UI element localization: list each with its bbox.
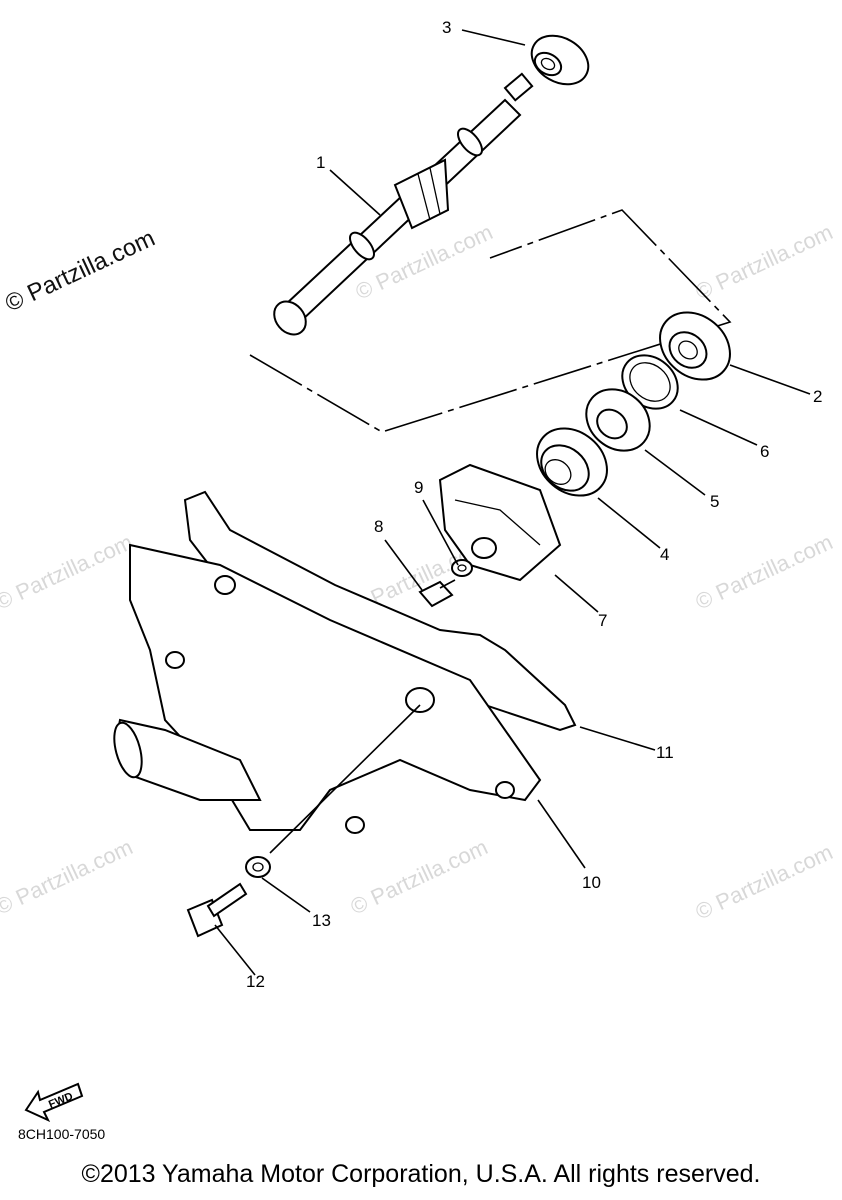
callout-1: 1 bbox=[316, 153, 325, 172]
part-9-washer bbox=[451, 559, 473, 577]
part-5-seal bbox=[585, 388, 651, 452]
drawing-code: 8CH100-7050 bbox=[18, 1126, 106, 1142]
callout-6: 6 bbox=[760, 442, 769, 461]
watermark-text: © Partzilla.com bbox=[692, 219, 837, 304]
watermark-text: © Partzilla.com bbox=[0, 529, 136, 614]
callout-labels: 1 2 3 4 5 6 7 8 9 10 11 12 13 bbox=[246, 18, 822, 991]
callout-7: 7 bbox=[598, 611, 607, 630]
watermark-text: © Partzilla.com bbox=[0, 834, 136, 919]
part-8-bolt bbox=[418, 579, 456, 608]
callout-4: 4 bbox=[660, 545, 669, 564]
callout-12: 12 bbox=[246, 972, 265, 991]
copyright-notice: ©2013 Yamaha Motor Corporation, U.S.A. A… bbox=[81, 1160, 761, 1188]
watermark-text: © Partzilla.com bbox=[692, 839, 837, 924]
part-7-impeller bbox=[438, 463, 562, 582]
watermark-text: © Partzilla.com bbox=[692, 529, 837, 614]
part-10-pump-housing bbox=[113, 543, 542, 834]
part-1-shaft bbox=[273, 72, 534, 336]
part-2-bearing bbox=[659, 311, 731, 381]
callout-3: 3 bbox=[442, 18, 451, 37]
assembly-bracket bbox=[249, 209, 732, 433]
callout-2: 2 bbox=[813, 387, 822, 406]
leader-lines bbox=[214, 29, 811, 976]
part-13-washer bbox=[245, 856, 271, 878]
callout-5: 5 bbox=[710, 492, 719, 511]
fwd-label: FWD bbox=[47, 1090, 75, 1111]
callout-13: 13 bbox=[312, 911, 331, 930]
watermark-main: © Partzilla.com bbox=[1, 225, 159, 318]
part-6-circlip bbox=[621, 354, 679, 410]
callout-10: 10 bbox=[582, 873, 601, 892]
part-4-mechanical-seal bbox=[536, 427, 608, 497]
callout-8: 8 bbox=[374, 517, 383, 536]
callout-9: 9 bbox=[414, 478, 423, 497]
forward-arrow-icon: FWD bbox=[24, 1082, 84, 1122]
assembly-axis-line bbox=[269, 704, 421, 854]
watermark-text: © Partzilla.com bbox=[347, 834, 492, 919]
part-3-bearing bbox=[530, 34, 590, 86]
callout-11: 11 bbox=[656, 743, 674, 762]
part-12-bolt bbox=[186, 882, 248, 938]
